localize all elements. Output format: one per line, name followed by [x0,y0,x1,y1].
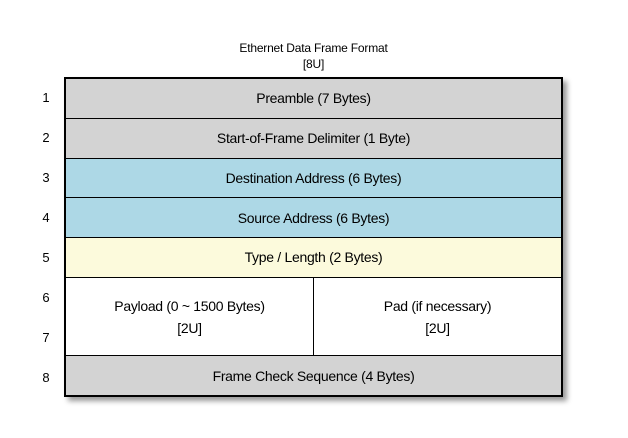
row-number-8: 8 [42,369,50,385]
row-number-column: 1 2 3 4 5 6 7 8 [36,77,56,397]
cell-pad-label: Pad (if necessary) [383,297,492,314]
cell-pad-units: [2U] [425,319,450,336]
row-source-address-label: Source Address (6 Bytes) [237,209,390,226]
row-preamble-label: Preamble (7 Bytes) [256,90,371,107]
row-source-address: Source Address (6 Bytes) [66,197,561,237]
cell-payload-units: [2U] [177,319,202,336]
row-sfd-label: Start-of-Frame Delimiter (1 Byte) [216,130,411,147]
diagram-subtitle: [8U] [302,57,325,71]
row-sfd: Start-of-Frame Delimiter (1 Byte) [66,117,561,158]
row-number-3: 3 [42,169,50,185]
row-type-length: Type / Length (2 Bytes) [66,237,561,277]
row-fcs: Frame Check Sequence (4 Bytes) [66,355,561,395]
row-number-5: 5 [42,249,50,265]
row-number-1: 1 [42,89,50,105]
row-type-length-label: Type / Length (2 Bytes) [244,249,383,266]
row-destination-address-label: Destination Address (6 Bytes) [225,169,402,186]
row-number-7: 7 [42,329,50,345]
row-number-2: 2 [42,129,50,145]
frame-table: Preamble (7 Bytes) Start-of-Frame Delimi… [64,77,563,397]
row-destination-address: Destination Address (6 Bytes) [66,157,561,198]
row-payload-pad: Payload (0 ~ 1500 Bytes) [2U] Pad (if ne… [66,276,561,356]
diagram-title: Ethernet Data Frame Format [239,41,388,55]
cell-payload-label: Payload (0 ~ 1500 Bytes) [114,297,265,314]
row-fcs-label: Frame Check Sequence (4 Bytes) [212,367,415,384]
row-preamble: Preamble (7 Bytes) [66,79,561,118]
row-number-4: 4 [42,209,50,225]
row-number-6: 6 [42,289,50,305]
diagram-title-block: Ethernet Data Frame Format [8U] [64,40,563,72]
cell-payload: Payload (0 ~ 1500 Bytes) [2U] [66,278,313,356]
cell-pad: Pad (if necessary) [2U] [313,277,561,356]
